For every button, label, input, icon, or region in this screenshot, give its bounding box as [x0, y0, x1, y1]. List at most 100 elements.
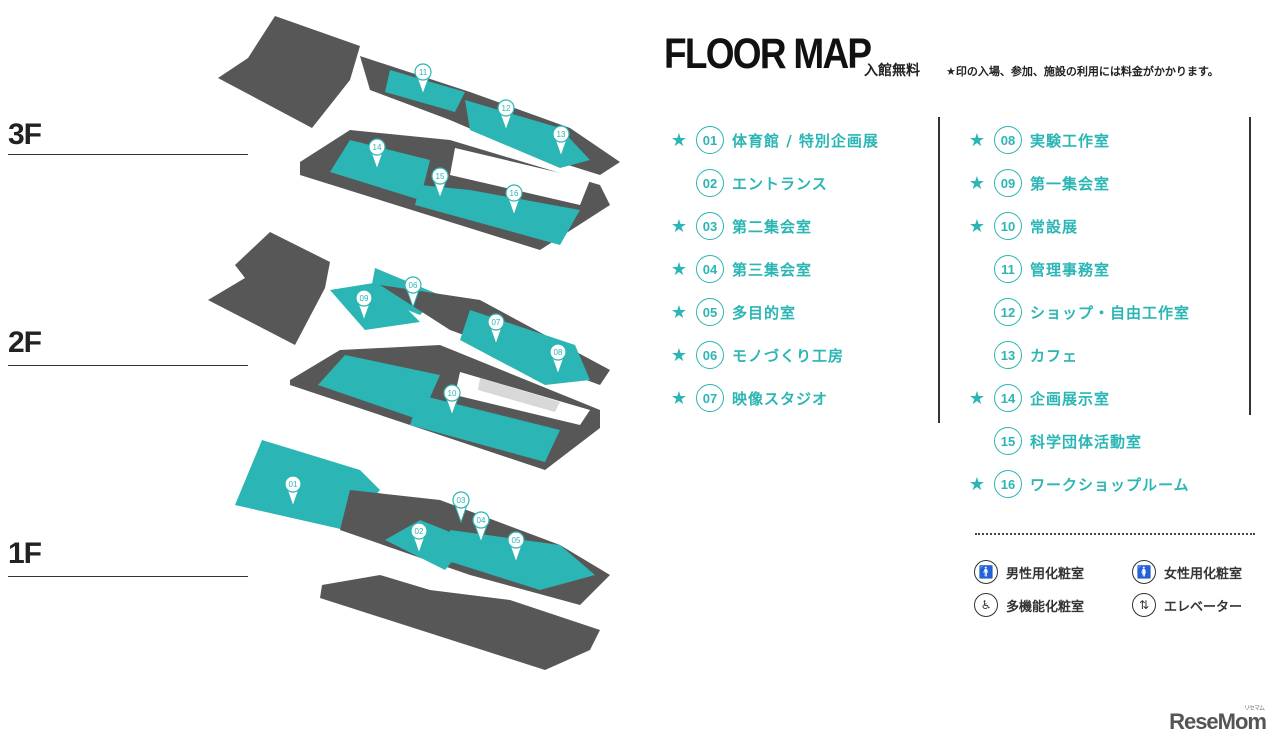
room-number: 11: [994, 255, 1022, 283]
map-pin-01: 01: [284, 475, 302, 508]
room-name: 多目的室: [732, 303, 797, 322]
room-item-09: ★ 09 第一集会室: [966, 168, 1110, 198]
star-icon: ★: [968, 172, 986, 194]
room-name: 体育館 / 特別企画展: [732, 131, 879, 150]
legend-elevator: ⇅ エレベーター: [1132, 593, 1242, 617]
map-pin-16: 16: [505, 184, 523, 217]
map-pin-10: 10: [443, 384, 461, 417]
room-item-02: 02 エントランス: [668, 168, 828, 198]
room-name: 映像スタジオ: [732, 389, 829, 408]
room-number: 04: [696, 255, 724, 283]
room-number: 16: [994, 470, 1022, 498]
logo-kana: リセマム: [1243, 706, 1265, 712]
star-icon: ★: [670, 301, 688, 323]
legend-label: エレベーター: [1164, 599, 1243, 615]
map-pin-label: 06: [409, 281, 418, 290]
floor-label-1f: 1F: [8, 537, 42, 570]
room-item-12: 12 ショップ・自由工作室: [966, 297, 1190, 327]
legend-label: 多機能化粧室: [1006, 599, 1085, 615]
room-number: 03: [696, 212, 724, 240]
star-icon: ★: [670, 344, 688, 366]
room-name: ワークショップルーム: [1030, 475, 1190, 494]
map-pin-12: 12: [497, 99, 515, 132]
map-pin-label: 05: [512, 536, 521, 545]
star-icon: ★: [670, 215, 688, 237]
room-number: 12: [994, 298, 1022, 326]
star-icon: ★: [670, 129, 688, 151]
floor-map-illustration: 11 12 13 14 15 16 06 09 07 08 10 01 03 02 04 05: [208, 16, 620, 670]
fee-note: ★印の入場、参加、施設の利用には料金がかかります。: [946, 65, 1219, 78]
star-icon: ★: [670, 258, 688, 280]
map-pin-label: 14: [373, 143, 382, 152]
floor-rule-2f: [8, 365, 248, 366]
map-pin-04: 04: [472, 511, 490, 544]
map-pin-label: 16: [510, 189, 519, 198]
room-name: 第二集会室: [732, 217, 813, 236]
map-pin-06: 06: [404, 276, 422, 309]
room-number: 02: [696, 169, 724, 197]
legend-accessible-toilet: ♿ 多機能化粧室: [974, 593, 1084, 617]
room-number: 13: [994, 341, 1022, 369]
map-pin-02: 02: [410, 522, 428, 555]
page-title: FLOOR MAP: [664, 30, 872, 78]
room-item-04: ★ 04 第三集会室: [668, 254, 812, 284]
womens-toilet-icon: 🚺: [1132, 560, 1156, 584]
room-name: ショップ・自由工作室: [1030, 303, 1191, 322]
room-number: 10: [994, 212, 1022, 240]
map-pin-11: 11: [414, 63, 432, 96]
star-icon: ★: [968, 473, 986, 495]
floor-rule-3f: [8, 154, 248, 155]
floor-1f-map: [235, 440, 610, 670]
map-pin-05: 05: [507, 531, 525, 564]
room-name: 第三集会室: [732, 260, 813, 279]
floor-label-3f: 3F: [8, 118, 42, 151]
room-number: 07: [696, 384, 724, 412]
room-item-15: 15 科学団体活動室: [966, 426, 1142, 456]
room-item-07: ★ 07 映像スタジオ: [668, 383, 828, 413]
map-pin-label: 07: [492, 318, 501, 327]
room-number: 15: [994, 427, 1022, 455]
map-pin-label: 12: [502, 104, 511, 113]
room-number: 09: [994, 169, 1022, 197]
room-number: 05: [696, 298, 724, 326]
map-pin-label: 02: [415, 527, 424, 536]
room-number: 14: [994, 384, 1022, 412]
room-name: エントランス: [732, 174, 828, 193]
room-name: カフェ: [1030, 346, 1079, 365]
divider-left: [938, 117, 940, 423]
room-item-05: ★ 05 多目的室: [668, 297, 796, 327]
divider-right: [1249, 117, 1251, 415]
map-pin-13: 13: [552, 125, 570, 158]
star-icon: ★: [968, 387, 986, 409]
room-name: 科学団体活動室: [1030, 432, 1143, 451]
floor-label-2f: 2F: [8, 326, 42, 359]
star-icon: ★: [670, 387, 688, 409]
map-pin-label: 10: [448, 389, 457, 398]
resemom-logo: ReseMom リセマム: [1169, 706, 1267, 735]
map-pin-label: 11: [419, 68, 428, 77]
accessible-toilet-icon: ♿: [974, 593, 998, 617]
map-pin-label: 13: [557, 130, 566, 139]
room-item-16: ★ 16 ワークショップルーム: [966, 469, 1190, 499]
map-pin-08: 08: [549, 343, 567, 376]
map-pins: 11 12 13 14 15 16 06 09 07 08 10 01 03 02 04 05: [284, 63, 570, 564]
room-item-10: ★ 10 常設展: [966, 211, 1078, 241]
map-pin-14: 14: [368, 138, 386, 171]
room-name: 第一集会室: [1030, 174, 1111, 193]
room-name: 常設展: [1030, 217, 1079, 236]
map-pin-03: 03: [452, 491, 470, 524]
room-name: 実験工作室: [1030, 131, 1111, 150]
map-pin-09: 09: [355, 289, 373, 322]
map-pin-15: 15: [431, 167, 449, 200]
room-name: モノづくり工房: [732, 346, 845, 365]
room-item-13: 13 カフェ: [966, 340, 1078, 370]
map-pin-label: 09: [360, 294, 369, 303]
map-pin-label: 15: [436, 172, 445, 181]
legend-divider: [975, 533, 1255, 535]
star-icon: ★: [968, 215, 986, 237]
legend-label: 男性用化粧室: [1006, 566, 1085, 582]
